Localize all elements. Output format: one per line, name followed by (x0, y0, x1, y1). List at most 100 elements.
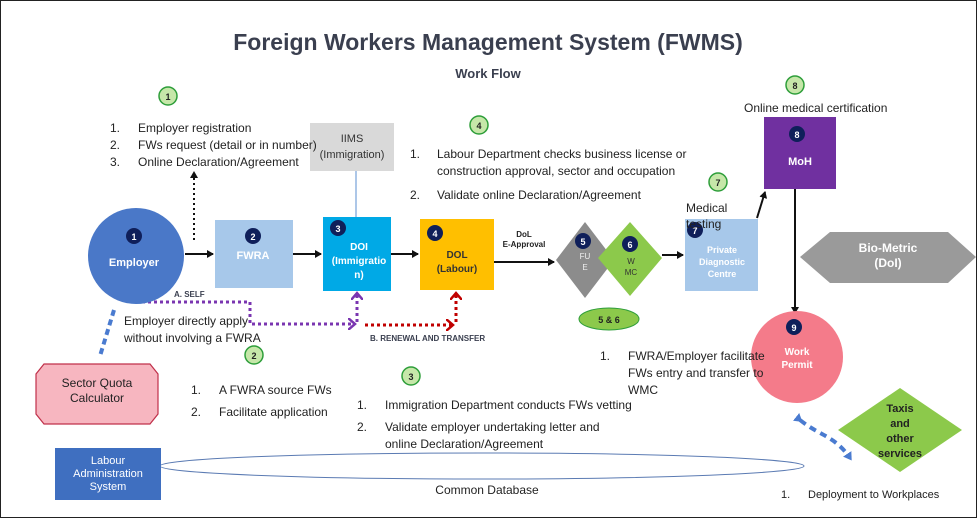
step56-notes: 1. FWRA/Employer facilitate FWs entry an… (600, 349, 765, 397)
taxis-line4: services (878, 448, 922, 460)
svg-text:7: 7 (715, 178, 720, 188)
dol-line1: DOL (446, 250, 467, 261)
diagram-title: Foreign Workers Management System (FWMS) (233, 29, 743, 55)
doi-line2: (Immigratio (332, 256, 386, 267)
step-badge-1: 1 (158, 86, 178, 106)
svg-text:Deployment to Workplaces: Deployment to Workplaces (808, 489, 940, 501)
iims-line2: (Immigration) (320, 149, 385, 161)
svg-text:3: 3 (408, 372, 413, 382)
biometric-line2: (DoI) (874, 256, 901, 270)
pdc-line2: Diagnostic (699, 257, 745, 267)
taxis-line2: and (890, 418, 910, 430)
moh-label: MoH (788, 156, 812, 168)
svg-text:Online Declaration/Agreement: Online Declaration/Agreement (138, 155, 299, 169)
diagram-subtitle: Work Flow (455, 66, 521, 81)
dol-eapproval-a: DoL (516, 230, 532, 239)
step-badge-4: 4 (469, 115, 489, 135)
dol-number-badge (427, 225, 443, 241)
pdc-number-badge (687, 222, 703, 238)
svg-text:1.: 1. (600, 349, 610, 363)
taxis-line3: other (886, 433, 914, 445)
badge-56-label: 5 & 6 (598, 315, 620, 325)
svg-text:Validate employer undertaking: Validate employer undertaking letter and (385, 420, 600, 434)
sector-quota-line2: Calculator (70, 391, 124, 405)
svg-text:Employer registration: Employer registration (138, 121, 251, 135)
wmc-line2: MC (625, 268, 638, 277)
permit-taxis-link (792, 412, 852, 461)
direct-apply-line2: without involving a FWRA (123, 331, 261, 345)
svg-text:2: 2 (251, 351, 256, 361)
doi-number-badge (330, 220, 346, 236)
iims-line1: IIMS (341, 133, 364, 145)
renewal-label: B. RENEWAL AND TRANSFER (370, 334, 485, 343)
svg-text:2.: 2. (357, 420, 367, 434)
arrow-pdc-moh (756, 191, 768, 219)
step2-notes: 1. A FWRA source FWs 2. Facilitate appli… (191, 383, 332, 419)
wmc-number: 6 (627, 240, 632, 250)
self-label: A. SELF (174, 290, 205, 299)
biometric-line1: Bio-Metric (859, 241, 918, 255)
labour-admin-line2: Administration (73, 468, 143, 480)
svg-text:Labour Department checks busin: Labour Department checks business licens… (437, 147, 686, 161)
sector-quota-node (35, 363, 159, 425)
doi-number: 3 (335, 224, 340, 234)
svg-text:A FWRA source FWs: A FWRA source FWs (219, 383, 332, 397)
fwra-label: FWRA (237, 250, 270, 262)
svg-text:8: 8 (792, 81, 797, 91)
step1-notes: 1. Employer registration 2. FWs request … (110, 121, 317, 169)
work-permit-number: 9 (791, 323, 796, 333)
dol-number: 4 (432, 229, 437, 239)
svg-text:FWRA/Employer facilitate: FWRA/Employer facilitate (628, 349, 765, 363)
badge-56 (578, 307, 640, 331)
moh-number-badge (789, 126, 805, 142)
step-badge-8: 8 (785, 75, 805, 95)
svg-text:FWs entry and transfer to: FWs entry and transfer to (628, 366, 764, 380)
svg-text:WMC: WMC (628, 383, 658, 397)
work-permit-line2: Permit (781, 360, 813, 371)
fue-line1: FU (580, 252, 591, 261)
medical-testing-label-b: testing (686, 217, 721, 231)
moh-number: 8 (794, 130, 799, 140)
svg-text:1.: 1. (110, 121, 120, 135)
pdc-line3: Centre (708, 269, 737, 279)
medical-testing-label-a: Medical (686, 201, 727, 215)
svg-text:1.: 1. (357, 398, 367, 412)
direct-apply-line1: Employer directly apply (124, 314, 248, 328)
svg-text:online Declaration/Agreement: online Declaration/Agreement (385, 437, 544, 451)
fue-node (556, 222, 614, 298)
labour-admin-line1: Labour (91, 455, 126, 467)
svg-text:FWs request (detail or in numb: FWs request (detail or in number) (138, 138, 317, 152)
svg-text:Validate online Declaration/A: Validate online Declaration/Agreement (437, 188, 642, 202)
dol-line2: (Labour) (437, 264, 478, 275)
employer-node (88, 208, 184, 304)
work-permit-node (751, 311, 843, 403)
work-permit-number-badge (786, 319, 802, 335)
pdc-number: 7 (692, 226, 697, 236)
fue-number: 5 (580, 237, 585, 247)
step-badge-7: 7 (708, 172, 728, 192)
step3-notes: 1. Immigration Department conducts FWs v… (357, 398, 632, 451)
work-permit-line1: Work (785, 347, 810, 358)
fwra-number: 2 (250, 232, 255, 242)
employer-number: 1 (131, 232, 136, 242)
svg-text:1.: 1. (191, 383, 201, 397)
svg-text:Immigration Department conduct: Immigration Department conducts FWs vett… (385, 398, 632, 412)
svg-text:construction approval, sector: construction approval, sector and occupa… (437, 164, 675, 178)
step9-notes: 1. Deployment to Workplaces (781, 489, 940, 501)
wmc-line1: W (627, 257, 635, 266)
labour-admin-line3: System (90, 481, 127, 493)
sector-quota-line1: Sector Quota (62, 376, 133, 390)
dol-eapproval-b: E-Approval (503, 240, 546, 249)
common-database-label: Common Database (435, 483, 539, 497)
employer-number-badge (126, 228, 142, 244)
employer-label: Employer (109, 257, 160, 269)
self-path-to-doi (142, 300, 355, 326)
step-badge-3: 3 (401, 366, 421, 386)
svg-text:2.: 2. (110, 138, 120, 152)
online-medical-label: Online medical certification (744, 101, 887, 115)
taxis-line1: Taxis (886, 403, 913, 415)
fue-line2: E (582, 263, 587, 272)
wmc-number-badge (622, 236, 638, 252)
fwra-number-badge (245, 228, 261, 244)
wmc-node (598, 222, 662, 296)
